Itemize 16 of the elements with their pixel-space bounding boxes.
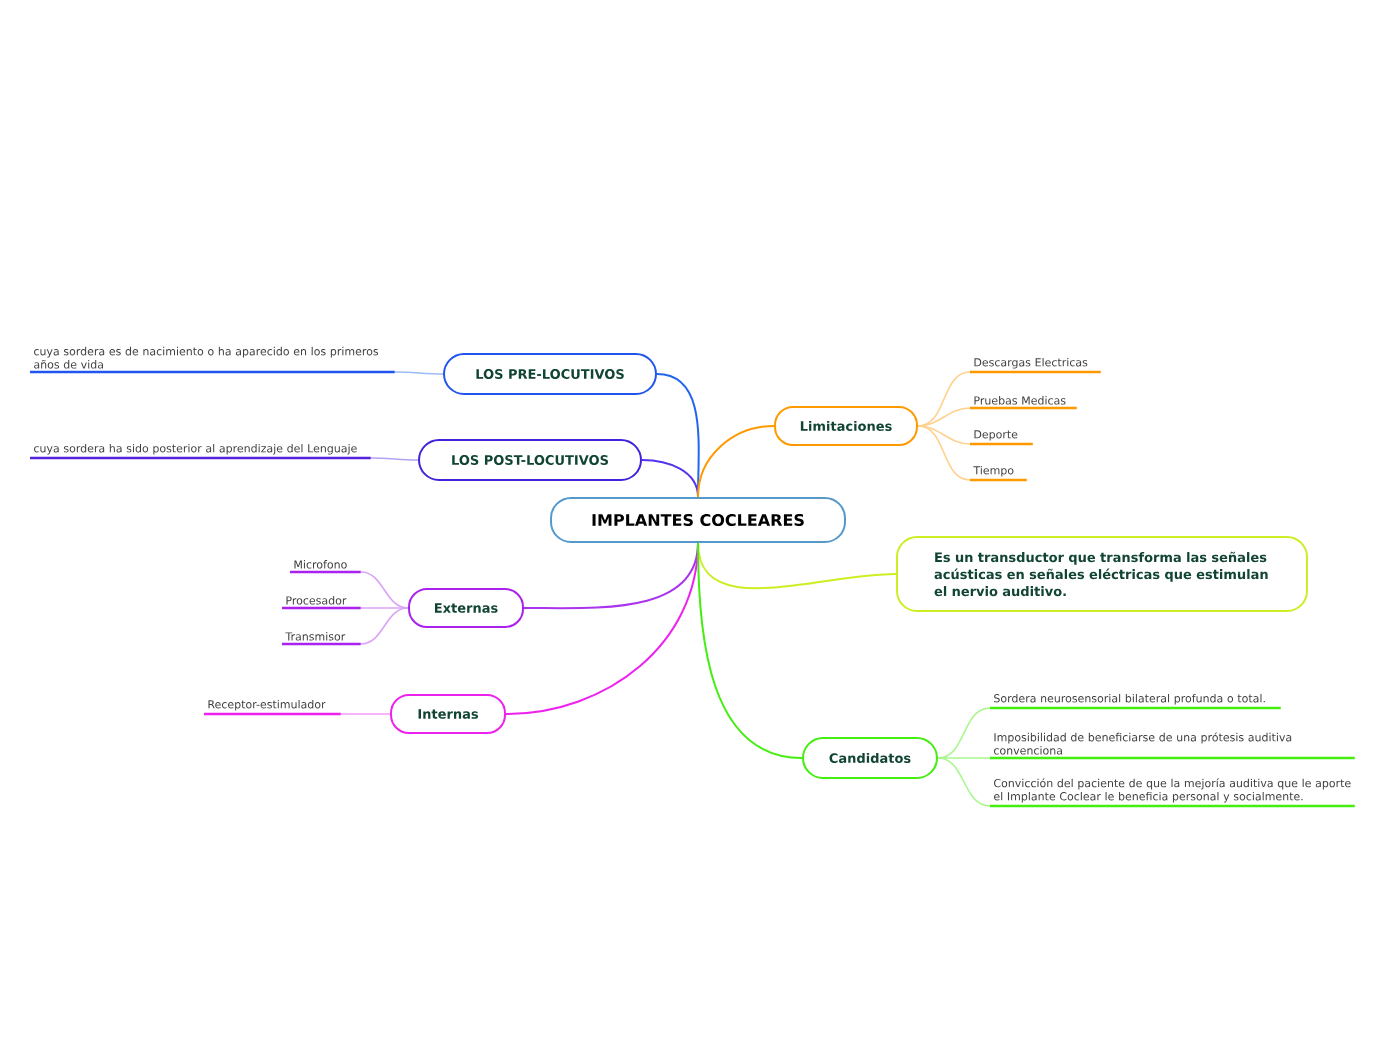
connector-line bbox=[360, 607, 409, 645]
connector-line bbox=[917, 371, 971, 427]
connector-line bbox=[394, 371, 444, 375]
connector-line bbox=[340, 713, 391, 715]
connector-line bbox=[641, 459, 699, 498]
root-topic-box: IMPLANTES COCLEARES bbox=[550, 497, 846, 543]
connector-line bbox=[360, 607, 409, 609]
connector-line bbox=[360, 571, 409, 609]
connector-line bbox=[917, 407, 971, 427]
connector-line bbox=[370, 457, 419, 461]
connector-line bbox=[937, 757, 991, 807]
connector-line bbox=[937, 757, 991, 759]
connector-line bbox=[697, 425, 775, 498]
connector-line bbox=[917, 425, 971, 481]
connector-line bbox=[697, 542, 803, 759]
connector-line bbox=[937, 707, 991, 759]
